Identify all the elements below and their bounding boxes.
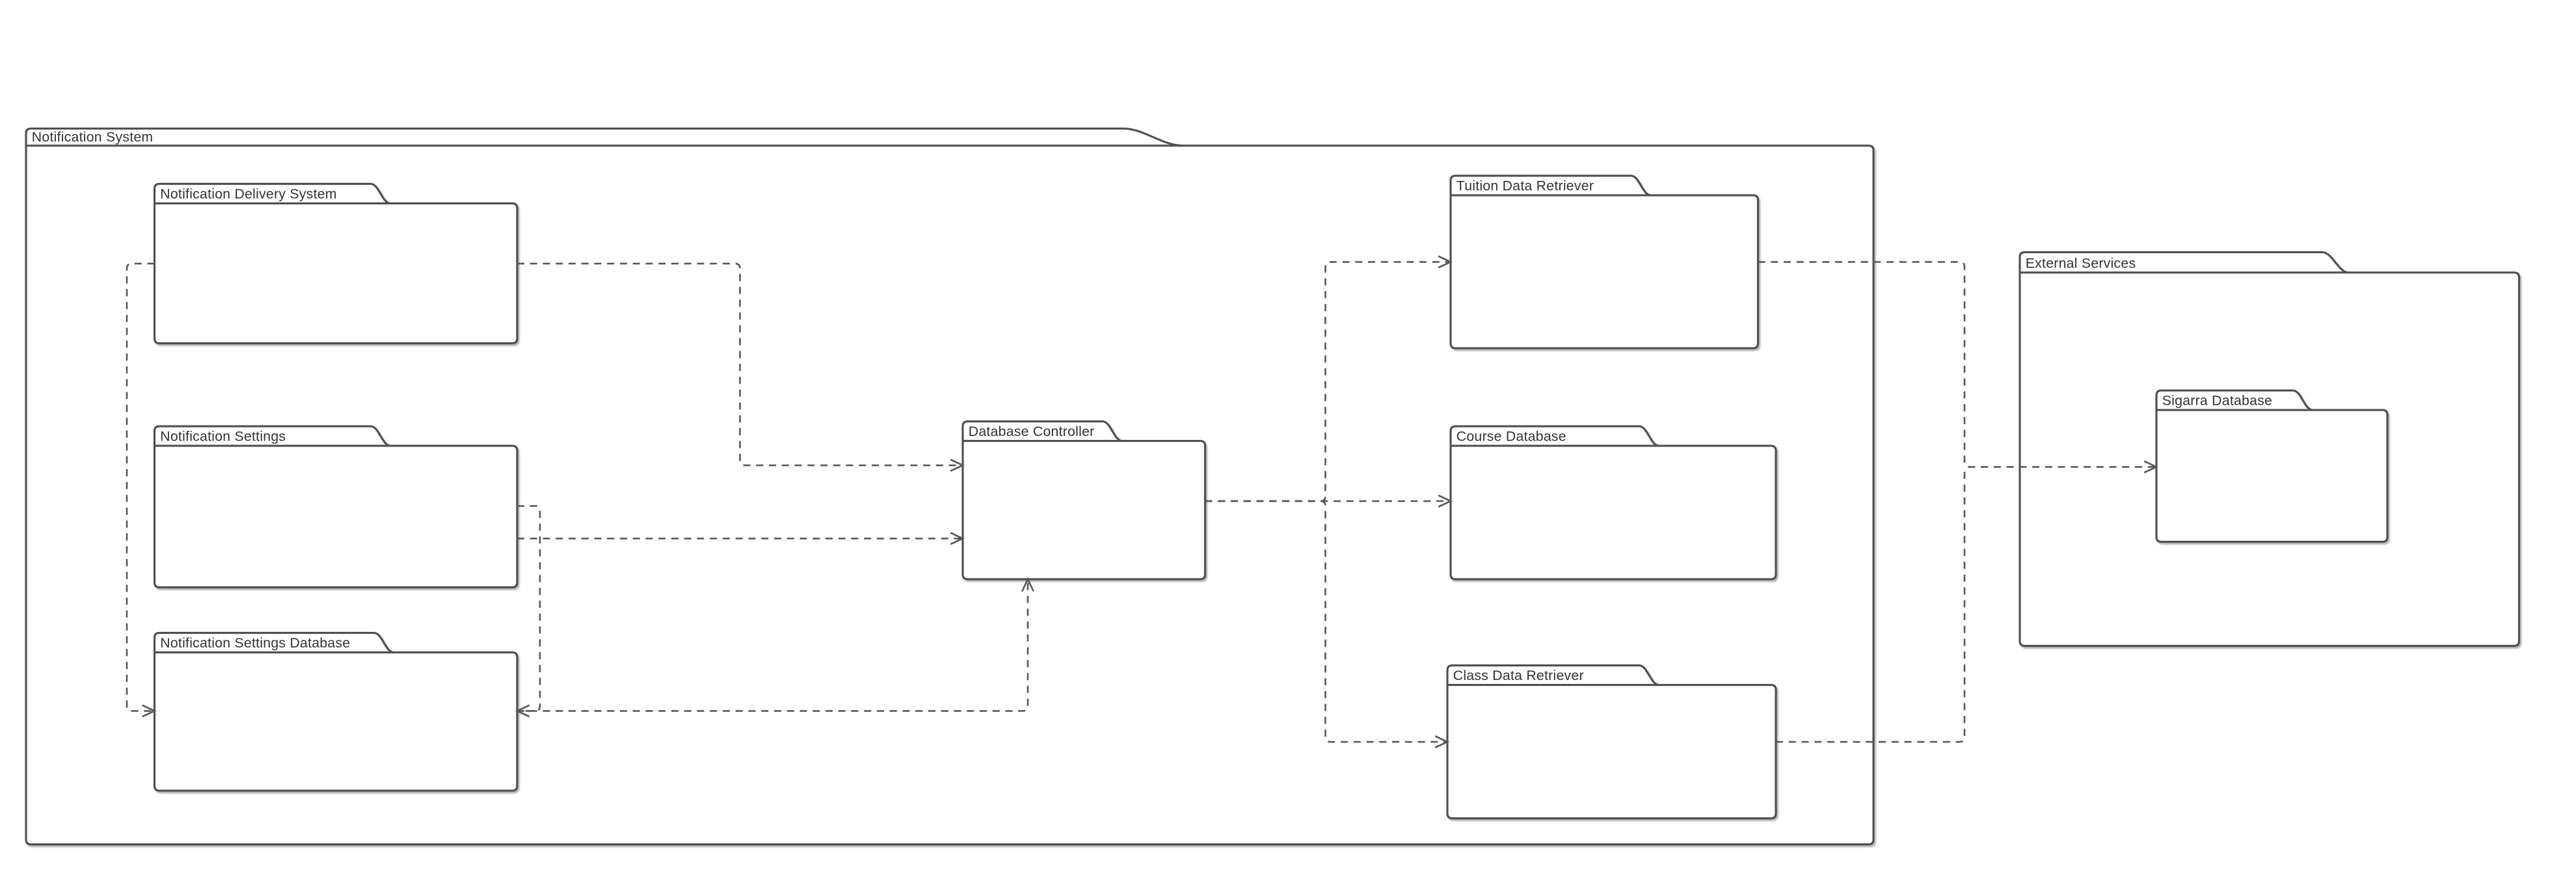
edge-delivery-to-settings-database (126, 262, 157, 718)
package-database-controller[interactable]: Database Controller (961, 420, 1207, 580)
package-label: Class Data Retriever (1453, 668, 1584, 683)
package-label: External Services (2026, 255, 2136, 271)
package-shape (961, 420, 1207, 580)
edges-layer (126, 255, 2159, 748)
edge-delivery-to-controller (517, 262, 965, 472)
package-shape (153, 425, 518, 589)
package-sigarra-database[interactable]: Sigarra Database (2155, 389, 2389, 543)
package-shape (1446, 664, 1777, 820)
package-label: Notification Settings Database (160, 635, 350, 651)
package-label: Notification Settings (160, 429, 286, 444)
package-notification-settings[interactable]: Notification Settings (153, 425, 518, 589)
package-course-database[interactable]: Course Database (1449, 425, 1777, 580)
package-label: Notification Delivery System (160, 186, 337, 202)
package-shape (1449, 425, 1777, 580)
package-notification-delivery-system[interactable]: Notification Delivery System (153, 182, 518, 345)
package-shape (2155, 389, 2389, 543)
edge-class-to-sigarra (1776, 467, 1966, 743)
package-label: Course Database (1456, 429, 1566, 444)
edge-settings-database-to-controller (517, 577, 1034, 712)
package-tuition-data-retriever[interactable]: Tuition Data Retriever (1449, 174, 1760, 349)
edge-controller-to-class (1205, 500, 1450, 748)
package-label: Sigarra Database (2162, 393, 2272, 409)
package-shape (1449, 174, 1760, 349)
package-notification-settings-database[interactable]: Notification Settings Database (153, 631, 518, 792)
package-label: Notification System (32, 129, 154, 145)
package-class-data-retriever[interactable]: Class Data Retriever (1446, 664, 1777, 820)
edge-settings-to-settings-database (515, 505, 541, 718)
package-label: Tuition Data Retriever (1456, 178, 1594, 194)
package-label: Database Controller (969, 424, 1095, 439)
package-shape (153, 631, 518, 792)
package-shape (153, 182, 518, 345)
